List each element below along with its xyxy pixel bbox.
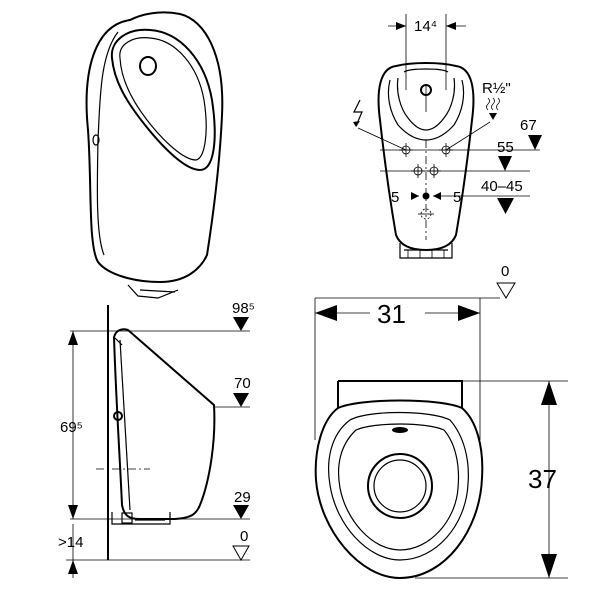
level-67-label: 67 (520, 117, 537, 134)
level-triangle-icon (233, 505, 249, 519)
side-top-level-label: 98⁵ (232, 300, 255, 317)
top-depth-label: 37 (528, 464, 557, 494)
offset-left-label: 5 (391, 189, 399, 206)
side-height-label: 69⁵ (60, 419, 83, 436)
side-inlet-level-label: 70 (234, 375, 251, 392)
water-wave-icon (486, 97, 500, 120)
front-width-label: 14⁴ (414, 18, 437, 35)
offset-right-label: 5 (453, 189, 461, 206)
perspective-view (85, 11, 224, 299)
top-width-label: 31 (377, 299, 406, 329)
cross-mark-lower (418, 208, 434, 220)
side-bottom-level-label: 29 (234, 489, 251, 506)
side-min-label: >14 (58, 534, 83, 551)
side-floor-level-label: 0 (240, 528, 248, 545)
top-floor-level-label: 0 (501, 263, 509, 280)
side-view: 69⁵ >14 98⁵ 70 29 0 (58, 300, 255, 578)
front-view: 14⁴ R½" (353, 14, 542, 259)
level-triangle-icon (233, 317, 249, 331)
lightning-icon (353, 99, 363, 127)
top-view: 0 31 37 (314, 263, 568, 580)
thread-label: R½" (482, 80, 511, 97)
level-range-label: 40–45 (481, 178, 523, 195)
level-triangle-icon (496, 282, 516, 299)
level-triangle-icon (233, 393, 249, 407)
level-55-label: 55 (497, 139, 514, 156)
level-triangle-icon (497, 198, 514, 214)
level-triangle-icon (528, 135, 542, 150)
level-triangle-icon (498, 156, 512, 171)
level-triangle-icon (232, 545, 250, 562)
